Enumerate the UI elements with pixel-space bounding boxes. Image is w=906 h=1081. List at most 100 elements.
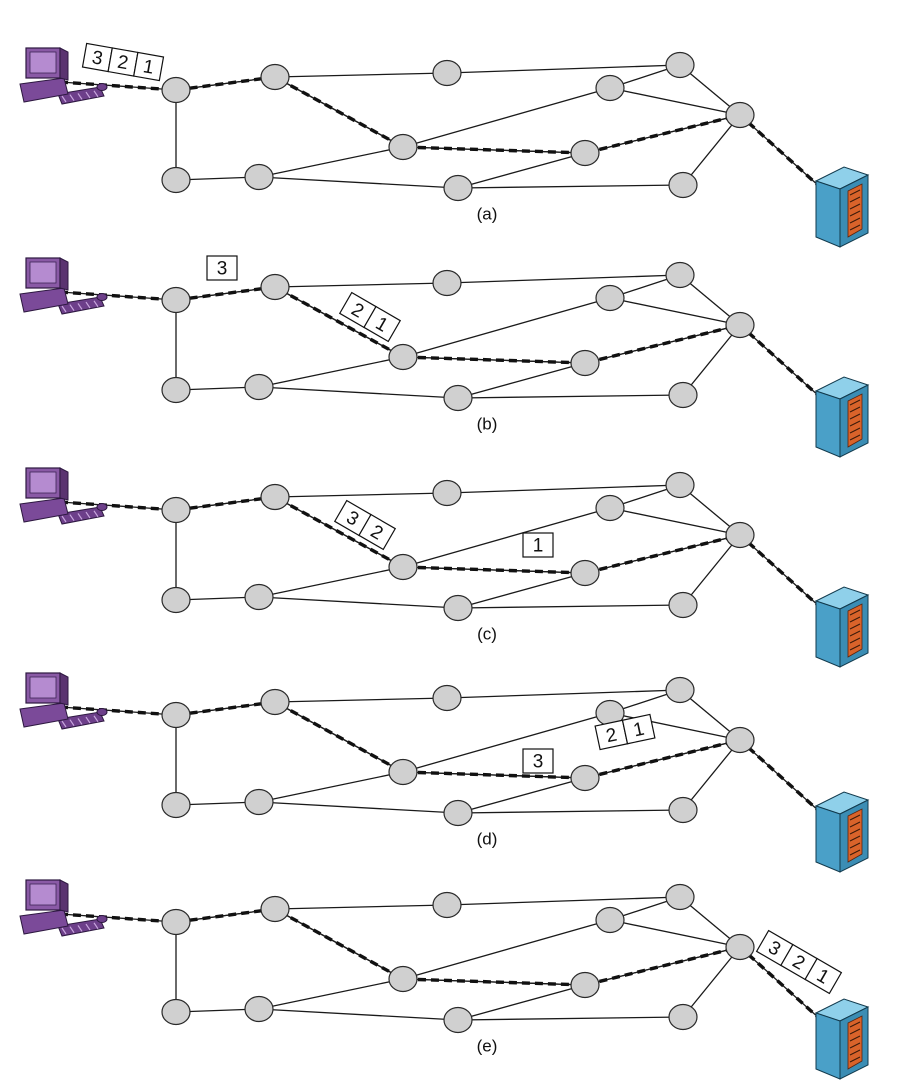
network-link [274,72,448,78]
router-node [388,553,418,581]
router-node [260,895,290,923]
panel-caption: (b) [477,415,498,434]
router-node [260,273,290,301]
network-link [258,771,404,803]
router-node [388,343,418,371]
network-link [402,712,611,773]
network-link [402,87,611,148]
server-tower-icon [814,998,870,1080]
packet-box [621,713,656,745]
router-node [260,688,290,716]
network-link [446,896,681,906]
router-node [161,998,191,1026]
router-node [665,676,695,704]
network-link [457,572,586,609]
router-node [443,1006,473,1034]
network-link [446,274,681,284]
router-node [725,933,755,961]
network-link [258,146,404,178]
network-link [258,1008,459,1021]
router-node [595,494,625,522]
network-link [274,904,448,910]
router-node [665,51,695,79]
router-node [432,479,462,507]
diagram-panel: 321(e) [19,879,870,1080]
packet-label: 3 [217,259,228,280]
network-link [457,809,684,814]
packet-group: 1 [522,532,554,558]
router-node [244,163,274,191]
panel-caption: (d) [477,830,498,849]
packet-box [133,51,165,82]
router-node [570,559,600,587]
router-node [570,139,600,167]
router-node [244,373,274,401]
router-node [161,496,191,524]
packet-box [522,532,554,558]
router-node [432,684,462,712]
router-node [432,269,462,297]
router-node [161,791,191,819]
router-node [570,349,600,377]
network-link [402,507,611,568]
network-link [682,534,741,606]
network-link [609,87,741,116]
network-link [457,604,684,609]
network-link [258,596,459,609]
network-link [446,689,681,699]
packet-box [522,748,554,774]
packet-label: 1 [632,719,647,742]
router-node [725,521,755,549]
packet-group: 21 [338,291,402,343]
network-link [457,777,586,814]
router-node [570,764,600,792]
packet-box [206,255,238,281]
router-node [388,758,418,786]
network-link [609,712,741,741]
network-link [258,566,404,598]
server-tower-icon [814,586,870,668]
router-node [161,166,191,194]
router-node [665,883,695,911]
router-node [161,586,191,614]
packet-label: 1 [533,536,544,557]
router-node [443,174,473,202]
network-link [402,297,611,358]
network-link [274,282,448,288]
router-node [570,971,600,999]
network-link [457,362,586,399]
router-node [161,908,191,936]
router-node [668,591,698,619]
network-link [258,978,404,1010]
router-node [388,133,418,161]
network-link [682,114,741,186]
desktop-computer-icon [19,672,108,730]
network-link [682,739,741,811]
packet-label: 2 [604,725,619,748]
router-node [665,471,695,499]
network-link [258,386,459,399]
router-node [668,381,698,409]
router-node [244,995,274,1023]
packet-box [804,957,843,995]
network-link [457,984,586,1021]
router-node [443,384,473,412]
packet-group: 32 [333,499,397,551]
router-node [161,376,191,404]
network-link [258,801,459,814]
router-node [725,101,755,129]
router-node [161,76,191,104]
router-node [595,906,625,934]
server-tower-icon [814,376,870,458]
router-node [665,261,695,289]
desktop-computer-icon [19,257,108,315]
network-link [457,184,684,189]
panel-caption: (e) [477,1037,498,1056]
diagram-panel: 321(c) [19,467,870,668]
network-link [446,64,681,74]
router-node [260,63,290,91]
